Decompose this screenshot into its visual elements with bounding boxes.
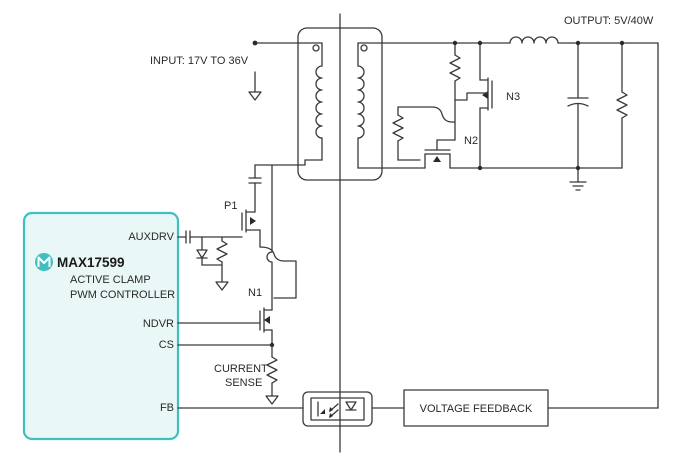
transformer-secondary-winding (357, 42, 481, 169)
n2-resistor-icon (392, 106, 421, 161)
input-label: INPUT: 17V TO 36V (150, 55, 249, 67)
auxdrv-diode-icon (196, 236, 223, 266)
current-sense-label-line1: CURRENT (214, 363, 268, 375)
maxim-logo-icon (35, 253, 53, 271)
p1-to-n1-wire (259, 246, 297, 299)
chip-desc-line1: ACTIVE CLAMP (70, 274, 151, 286)
output-label: OUTPUT: 5V/40W (564, 15, 654, 27)
optocoupler-icon (302, 391, 373, 427)
chip-desc-line2: PWM CONTROLLER (70, 289, 175, 301)
current-sense-resistor-icon (265, 344, 279, 405)
pin-ndvr-label: NDVR (143, 318, 174, 330)
current-sense-label-line2: SENSE (225, 377, 262, 389)
n2-gate-net-wire (397, 99, 456, 123)
transformer-box (297, 27, 383, 181)
inductor-left-node (477, 40, 483, 46)
cap-bottom-node (575, 165, 581, 171)
n2-label: N2 (464, 135, 478, 147)
clamp-capacitor-icon (248, 164, 262, 206)
n1-mosfet-icon (259, 307, 273, 346)
p1-mosfet-icon (231, 204, 261, 248)
load-top-node (619, 40, 625, 46)
switch-node-to-n1 (266, 164, 273, 311)
cap-top-node (575, 40, 581, 46)
p1-label: P1 (224, 200, 237, 212)
output-inductor-icon (479, 36, 659, 44)
input-node (252, 40, 258, 46)
pin-auxdrv-label: AUXDRV (128, 231, 174, 243)
n1-label: N1 (248, 287, 262, 299)
n3-gate-wire (454, 92, 489, 101)
auxdrv-coupling-capacitor-icon (177, 230, 233, 244)
n2-mosfet-icon (424, 121, 456, 169)
load-resistor-icon (616, 42, 628, 169)
input-ground-icon (248, 71, 262, 101)
pin-cs-label: CS (159, 339, 174, 351)
secondary-top-node (452, 40, 458, 46)
transformer-primary-winding (304, 42, 323, 166)
controller-chip-box (22, 211, 180, 441)
return-node-n3 (477, 165, 483, 171)
n3-label: N3 (506, 91, 520, 103)
voltage-feedback-label: VOLTAGE FEEDBACK (420, 403, 533, 415)
chip-name: MAX17599 (57, 255, 125, 270)
n3-resistor-icon (449, 42, 461, 101)
auxdrv-resistor-icon (215, 236, 229, 291)
pin-fb-label: FB (160, 402, 174, 414)
n3-mosfet-icon (479, 42, 493, 169)
